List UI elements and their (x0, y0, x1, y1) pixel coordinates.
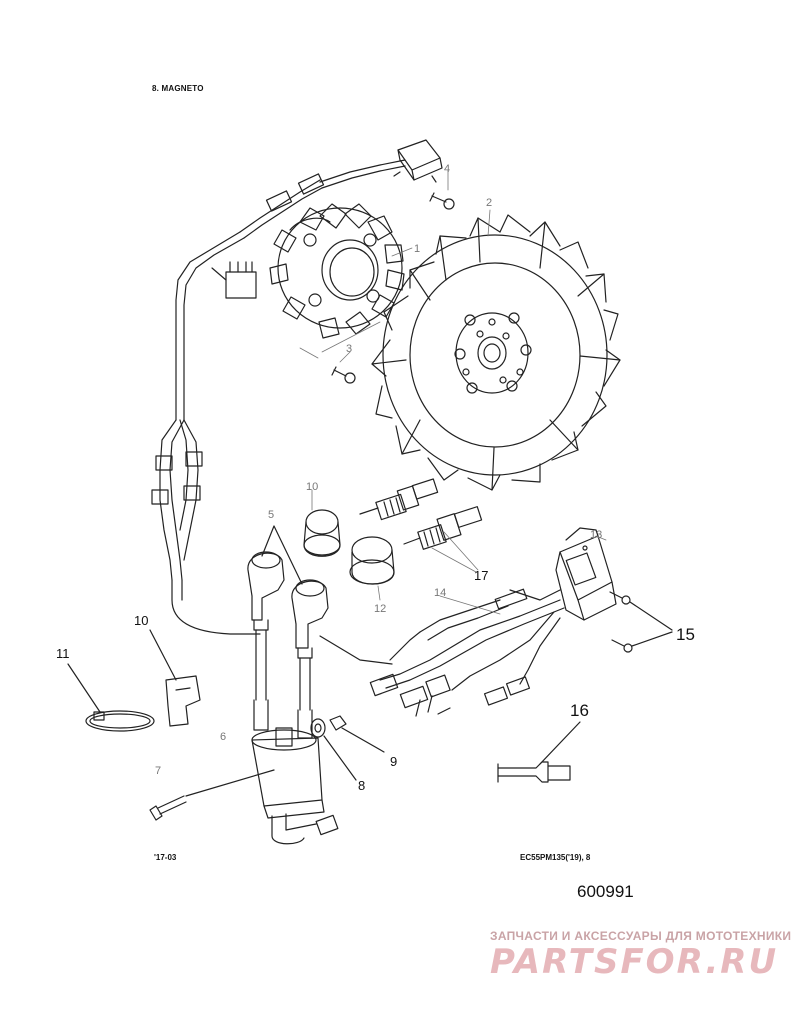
watermark-logo: PARTSFOR.RU (490, 942, 779, 982)
callout-15: 15 (676, 625, 695, 644)
spark-plug-upper (359, 478, 439, 521)
callout-16: 16 (570, 701, 589, 720)
ignition-module (555, 527, 617, 621)
plug-cap-left (247, 551, 285, 631)
plug-cap-right (291, 579, 329, 659)
main-harness (319, 588, 565, 717)
callout-10-clip: 10 (134, 613, 148, 628)
callout-10-grommet: 10 (306, 481, 318, 493)
callout-7: 7 (155, 765, 161, 777)
watermark-tagline: ЗАПЧАСТИ И АКСЕССУАРЫ ДЛЯ МОТОТЕХНИКИ (490, 929, 792, 943)
date-code: '17-03 (154, 853, 177, 862)
drawing-code: EC55PM135('19), 8 (520, 853, 591, 862)
screw-4 (429, 192, 455, 210)
callout-17: 17 (474, 568, 488, 583)
screw-3 (331, 366, 356, 384)
callout-2: 2 (486, 197, 492, 209)
callout-4: 4 (444, 163, 450, 175)
screws-15 (609, 591, 673, 653)
callout-6: 6 (220, 731, 226, 743)
leader-lines (299, 169, 607, 615)
nut-9 (329, 715, 347, 731)
stator-harness (151, 159, 406, 635)
part-number: 600991 (577, 882, 634, 901)
callout-9: 9 (390, 754, 397, 769)
flywheel (371, 214, 621, 491)
bolt-7 (149, 769, 275, 821)
callout-13: 13 (590, 529, 602, 541)
stator (269, 203, 405, 339)
washer-8 (310, 718, 326, 738)
stator-connector-block (393, 139, 443, 183)
diagram-title: 8. MAGNETO (152, 84, 204, 93)
sleeve-16 (497, 721, 581, 783)
grommet-12 (349, 536, 395, 585)
grommet-10 (303, 509, 341, 557)
clip-10 (149, 629, 201, 727)
callout-8: 8 (358, 778, 365, 793)
ignition-coil (251, 727, 339, 845)
callout-5: 5 (268, 509, 274, 521)
callout-14: 14 (434, 587, 446, 599)
callout-3: 3 (346, 343, 352, 355)
callout-11: 11 (56, 646, 70, 661)
ht-leads (253, 629, 313, 739)
strap-11 (67, 663, 155, 732)
spark-plug-lower (403, 506, 483, 550)
callout-1: 1 (414, 243, 420, 255)
callout-12: 12 (374, 603, 386, 615)
